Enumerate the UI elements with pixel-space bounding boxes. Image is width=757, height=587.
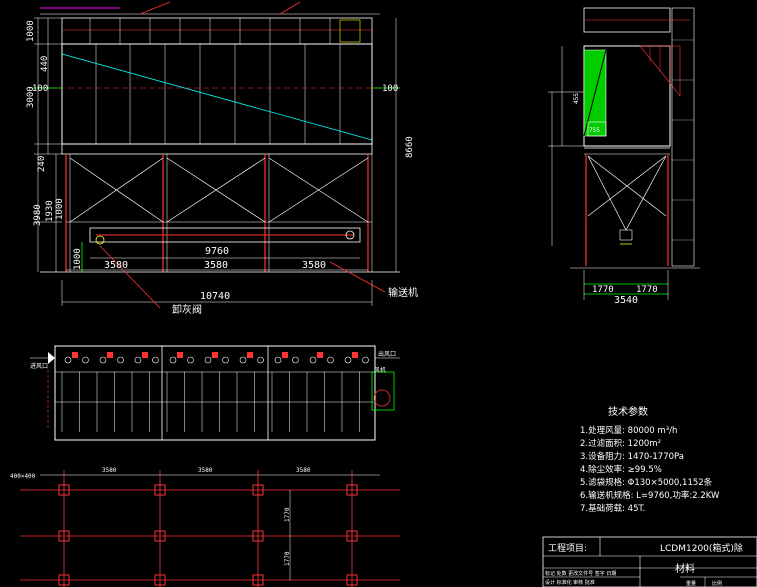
tech-title: 技术参数 [608,405,648,418]
label-discharge-valve: 卸灰阀 [172,303,202,316]
plan-view: 进风口 出风口 风机 [30,345,400,441]
tb-row1: 标记 处数 更改文件号 签字 日期 [545,570,616,577]
plan-valve-circle [99,356,107,364]
front-elevation: 1000 440 3000 240 1000 1930 3980 1000 86… [26,1,418,316]
dim-span-3: 3580 [302,260,326,271]
dim-1000-mid: 1000 [55,198,65,220]
side-dim-1770a: 1770 [592,285,614,295]
plan-fan-label: 风机 [374,366,386,374]
tech-item-5: 5.滤袋规格: Φ130×5000,1152条 [580,477,713,488]
tech-params: 技术参数 1.处理风量: 80000 m³/h 2.过滤面积: 1200m² 3… [580,405,720,514]
tb-material: 材料 [675,562,695,575]
side-dim-455: 455 [573,93,580,104]
plan-valve-circle [309,356,317,364]
dim-10740: 10740 [200,291,230,302]
dim-8660: 8660 [405,136,415,158]
dim-1000-top: 1000 [26,20,36,42]
plan-valve-circle [187,356,194,364]
plan-pulse-valve [317,352,323,358]
tech-item-6: 6.输送机规格: L=9760,功率:2.2KW [580,490,720,501]
found-span-2: 3580 [198,467,213,474]
plan-valve-circle [344,356,352,364]
dim-100-left: 100 [32,84,48,94]
dim-1930: 1930 [45,200,55,222]
title-block: 工程项目: LCDM1200(箱式)除 材料 标记 处数 更改文件号 签字 日期… [542,536,757,587]
foundation-plan: 3580 3580 3580 400×400 1770 1770 [10,467,400,587]
plan-valve-circle [274,356,282,364]
tb-project-label: 工程项目: [548,543,587,554]
side-elevation: 1770 1770 3540 455 755 [548,7,700,306]
plan-valve-circle [82,356,89,364]
tb-product: LCDM1200(箱式)除 [660,542,743,554]
plan-valve-circle [362,356,369,364]
plan-pulse-valve [177,352,183,358]
plan-valve-circle [327,356,334,364]
found-span-3: 3580 [296,467,311,474]
plan-valve-circle [134,356,142,364]
plan-inlet-label: 进风口 [30,362,48,370]
tb-weight: 重量 [686,580,696,587]
plan-valve-circle [169,356,177,364]
plan-pulse-valve [247,352,253,358]
found-dim-1770a: 1770 [284,507,291,522]
plan-pulse-valve [282,352,288,358]
label-conveyor: 输送机 [388,286,418,299]
tech-item-1: 1.处理风量: 80000 m³/h [580,425,677,436]
plan-pulse-valve [352,352,358,358]
plan-valve-circle [204,356,212,364]
plan-valve-circle [257,356,264,364]
tb-row2: 设计 标准化 审核 批准 [545,579,595,586]
plan-valve-circle [239,356,247,364]
dim-240: 240 [37,156,47,172]
side-dim-3540: 3540 [614,295,638,306]
dim-1000-low: 1000 [73,248,83,270]
plan-pulse-valve [142,352,148,358]
tech-item-3: 3.设备阻力: 1470-1770Pa [580,451,684,462]
found-span-1: 3580 [102,467,117,474]
dim-span-2: 3580 [204,260,228,271]
plan-pulse-valve [212,352,218,358]
plan-valve-circle [292,356,299,364]
found-corner-label: 400×400 [10,473,36,480]
tb-scale: 比例 [712,580,722,587]
tech-item-7: 7.基础荷载: 45T. [580,503,645,514]
plan-pulse-valve [72,352,78,358]
dim-3980: 3980 [33,204,43,226]
plan-outlet-label: 出风口 [378,350,396,358]
side-dim-1770b: 1770 [636,285,658,295]
side-dim-755: 755 [589,127,600,134]
tech-item-4: 4.除尘效率: ≥99.5% [580,464,662,475]
dim-440: 440 [40,56,50,72]
plan-valve-circle [222,356,229,364]
plan-valve-circle [152,356,159,364]
dim-span-1: 3580 [104,260,128,271]
found-dim-1770b: 1770 [284,551,291,566]
plan-pulse-valve [107,352,113,358]
tech-item-2: 2.过滤面积: 1200m² [580,438,661,449]
plan-valve-circle [64,356,72,364]
plan-valve-circle [117,356,124,364]
dim-3000: 3000 [26,86,36,108]
dim-9760: 9760 [205,246,229,257]
dim-100-right: 100 [382,84,398,94]
